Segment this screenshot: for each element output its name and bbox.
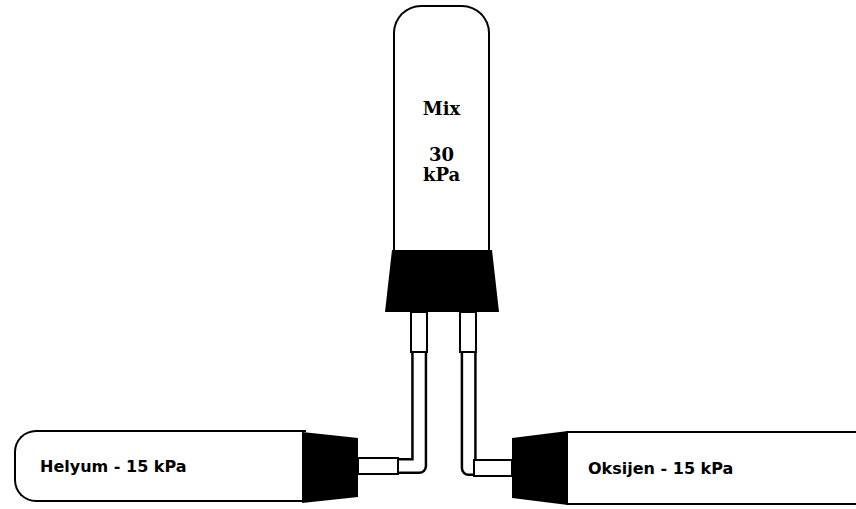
glass-tube <box>358 458 398 474</box>
glass-tube <box>411 312 427 352</box>
oxygen-flask: Oksijen - 15 kPa <box>566 431 856 505</box>
pressure-label: 30 kPa <box>418 145 466 185</box>
mix-flask: Mix 30 kPa <box>393 5 490 252</box>
gas-label: Mix <box>423 99 461 119</box>
glass-tube <box>460 312 476 352</box>
gas-label: Oksijen - 15 kPa <box>588 459 733 478</box>
connecting-tube <box>469 252 566 468</box>
glass-tube <box>474 460 512 476</box>
rubber-stopper <box>512 431 568 505</box>
gas-label: Helyum - 15 kPa <box>40 457 187 476</box>
connecting-tube <box>306 252 419 466</box>
rubber-stopper <box>302 432 358 503</box>
helium-flask: Helyum - 15 kPa <box>14 430 306 502</box>
rubber-stopper <box>385 250 499 312</box>
